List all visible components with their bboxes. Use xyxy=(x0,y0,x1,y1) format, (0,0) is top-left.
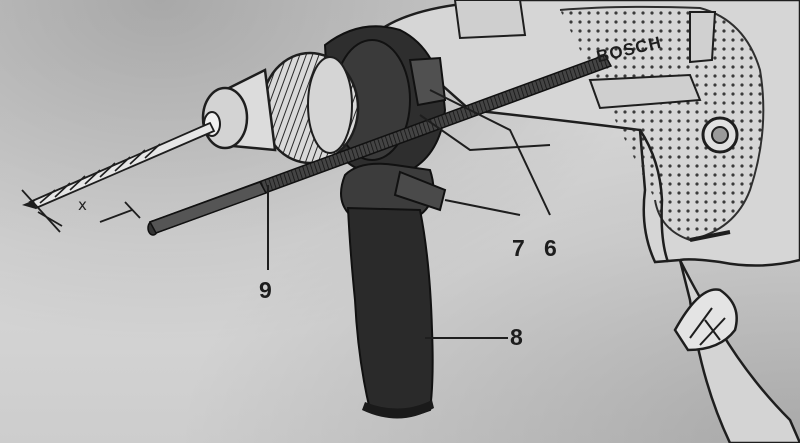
callout-9: 9 xyxy=(259,277,272,303)
leader-6a xyxy=(429,89,551,216)
leader-lines xyxy=(267,89,551,339)
callout-7: 7 xyxy=(512,235,525,261)
drill-bit xyxy=(22,121,216,210)
dimension-x xyxy=(21,189,141,233)
callout-8: 8 xyxy=(510,324,523,350)
callout-6: 6 xyxy=(544,235,557,261)
dimension-x-label: x xyxy=(78,196,87,214)
drill-housing xyxy=(377,0,800,267)
auxiliary-handle xyxy=(340,162,447,419)
leader-7 xyxy=(444,199,521,216)
leader-6b xyxy=(419,114,551,152)
drill-grip xyxy=(673,259,800,443)
depth-stop-rod xyxy=(147,54,613,236)
chuck xyxy=(201,51,360,165)
